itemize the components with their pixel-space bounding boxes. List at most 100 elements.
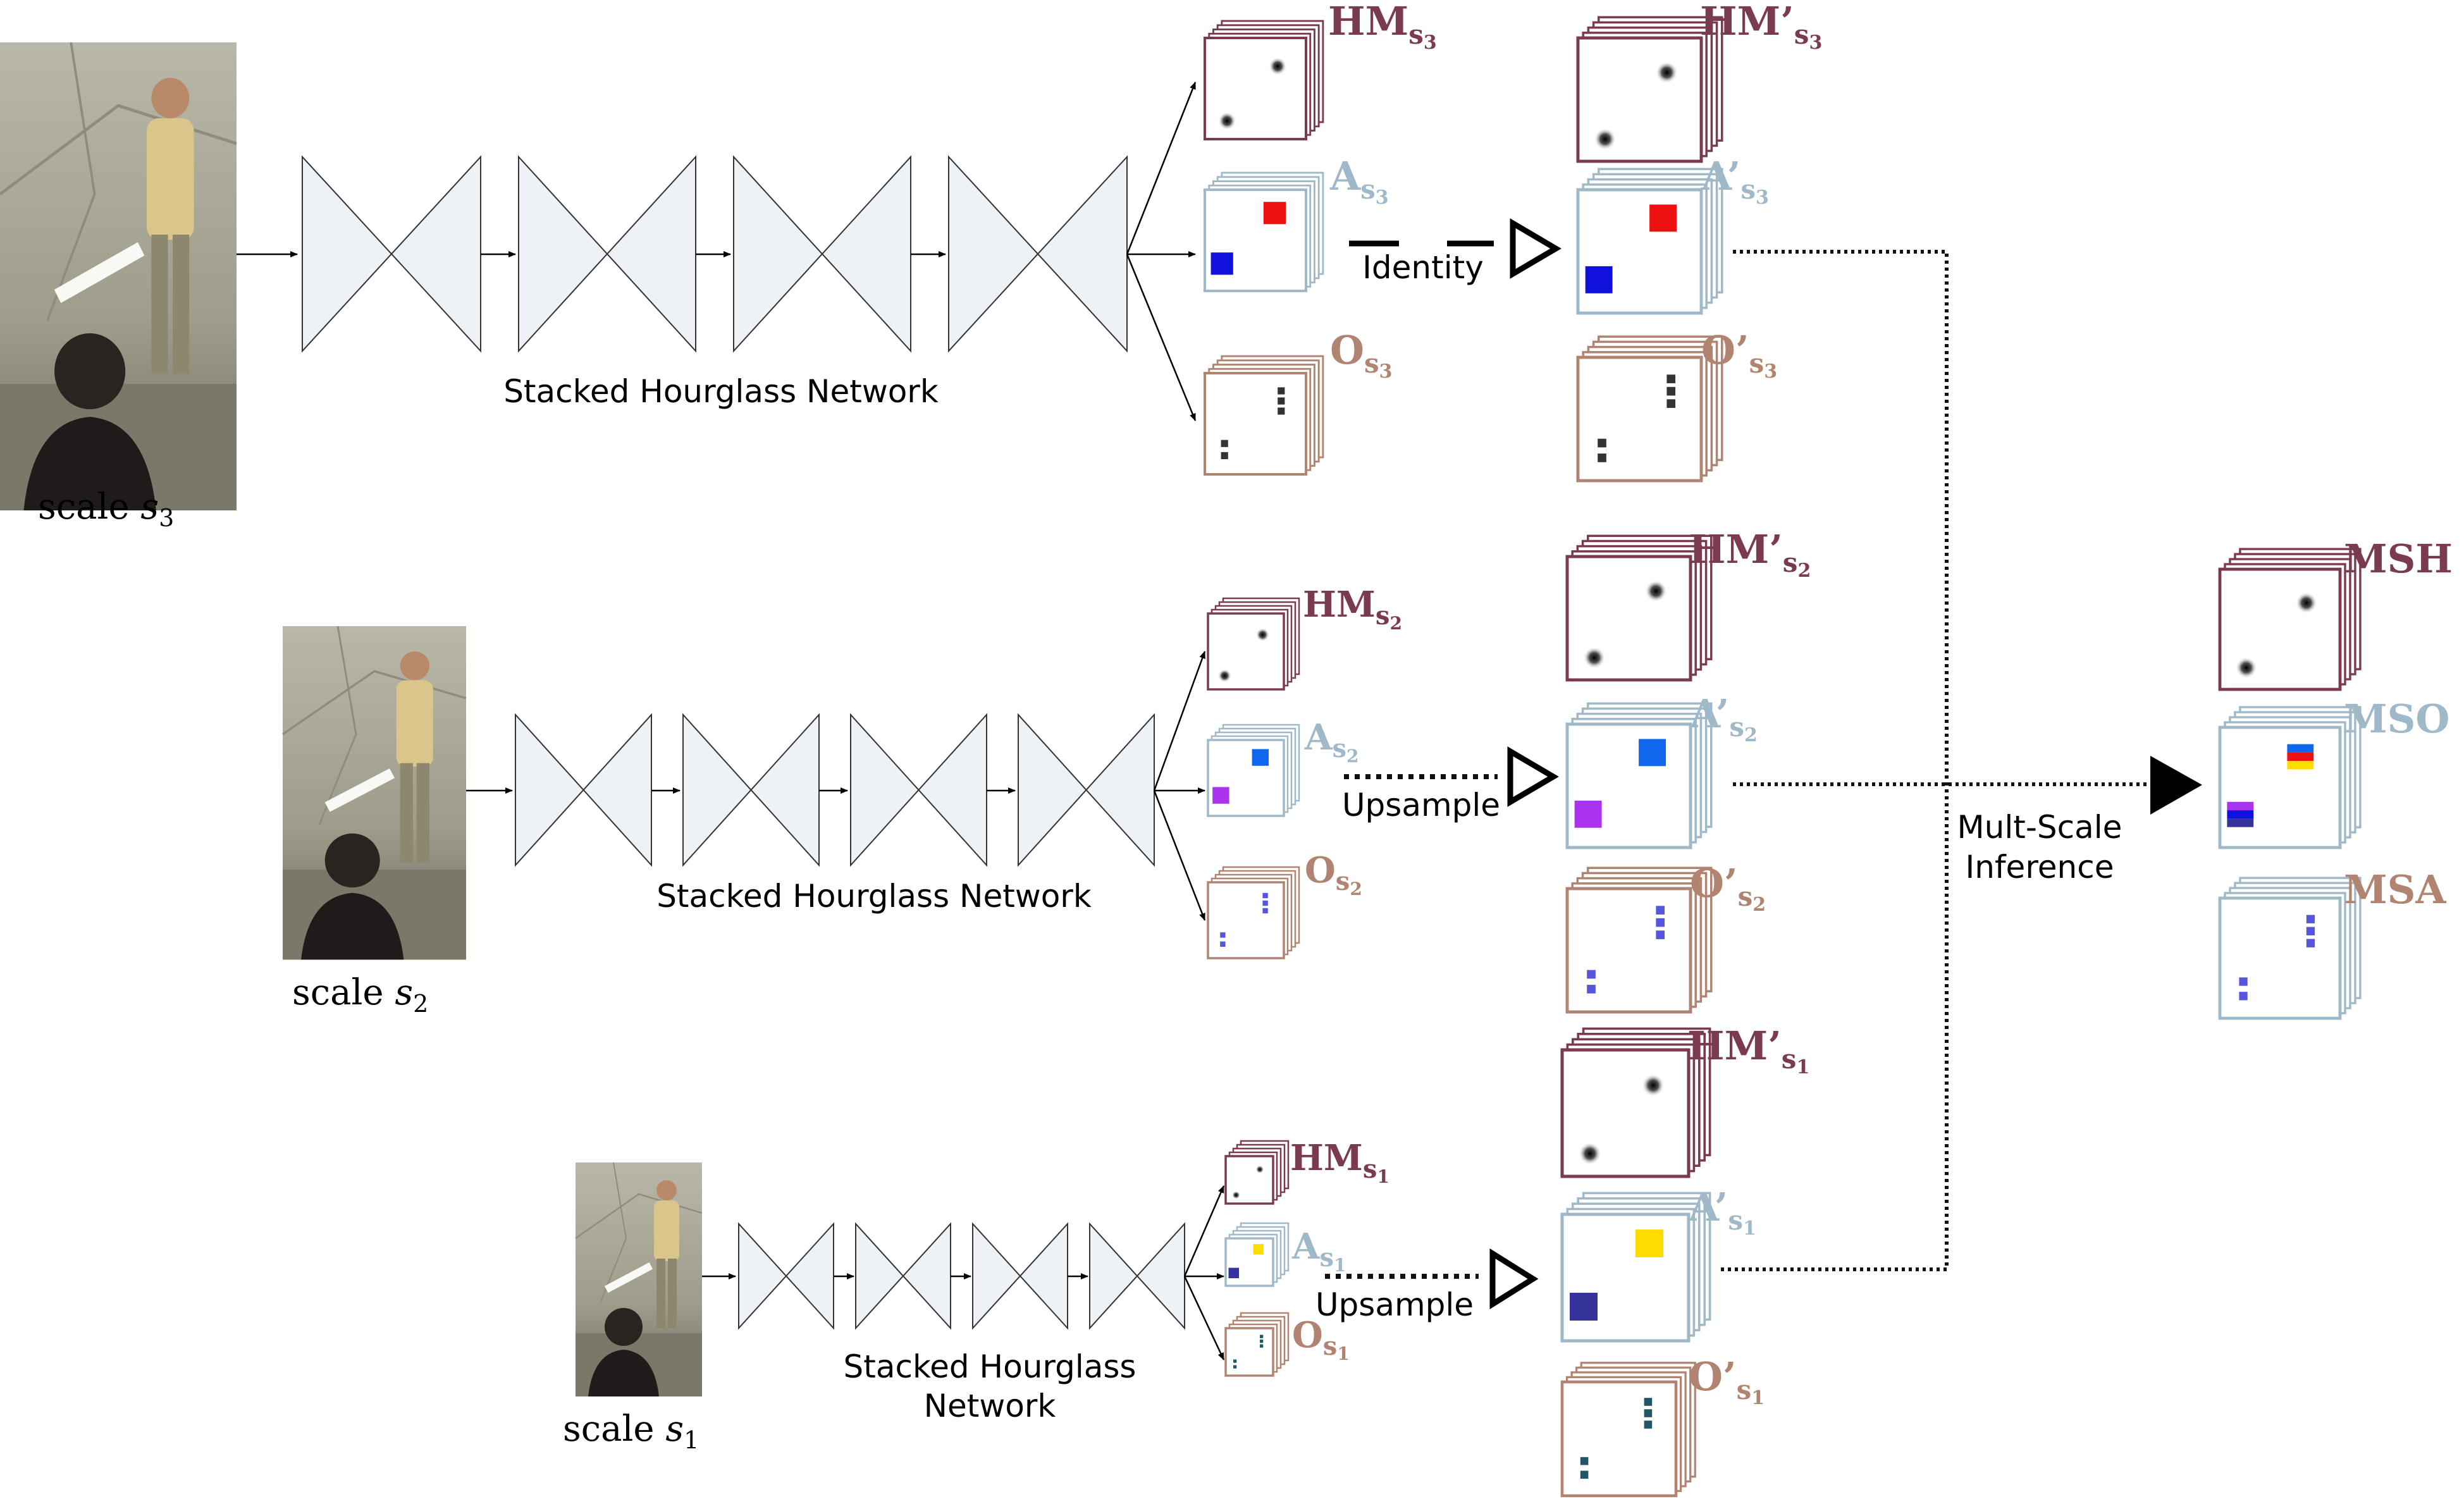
heatmap-blob [2295, 592, 2317, 614]
scale-s2-label: scale s2 [292, 972, 428, 1018]
heatmap-blob [1583, 646, 1606, 669]
heatmap-stack-s3 [1203, 20, 1324, 141]
offset-dot [1260, 1340, 1264, 1343]
offset-stack-s2 [1207, 866, 1300, 959]
offset-resized-stack-s3 [1576, 335, 1723, 483]
label-o-prime-s1: O’s1 [1689, 1353, 1765, 1409]
offset-resized-stack-s2 [1565, 866, 1713, 1014]
attention-stack-s3 [1203, 171, 1324, 293]
scale-s2-input: scale s2 [281, 625, 467, 1018]
label-o-s3: Os3 [1330, 327, 1393, 383]
label-o-prime-s2: O’s2 [1690, 860, 1766, 916]
branch-arrows-s2 [1153, 651, 1206, 921]
attention-square [1253, 1244, 1264, 1255]
attention-square [1263, 202, 1286, 225]
attention-stack-s1 [1224, 1222, 1290, 1287]
network-label-s3: Stacked Hourglass Network [503, 373, 939, 410]
identity-label: Identity [1362, 249, 1484, 286]
offset-dot [1262, 900, 1268, 906]
branch-arrows-s3 [1126, 82, 1197, 421]
offset-dot [1220, 941, 1226, 947]
upsample-label-s2: Upsample [1342, 787, 1500, 823]
person-photo-s1 [574, 1161, 703, 1398]
person-photo-s2 [281, 625, 467, 961]
heatmap-blob [1231, 1190, 1241, 1200]
hourglass-icon [302, 155, 481, 353]
label-a-s2: As2 [1304, 717, 1358, 767]
heatmap-blob [2235, 656, 2257, 679]
scale-s3-input: scale s3 [0, 42, 237, 532]
label-o-s1: Os1 [1292, 1314, 1350, 1364]
hourglass-icon [972, 1222, 1068, 1330]
heatmap-blob [1268, 57, 1287, 76]
attention-square [1212, 787, 1229, 804]
hourglass-icon [855, 1222, 951, 1330]
label-a-prime-s2: A’s2 [1689, 691, 1758, 746]
hourglass-icon [850, 713, 987, 867]
upsample-op-s1: Upsample [1315, 1248, 1539, 1323]
hourglass-icon [518, 155, 696, 353]
offset-dot [1666, 374, 1676, 383]
heatmap-blob [1217, 669, 1232, 683]
hourglass-icon [733, 155, 911, 353]
label-a-s3: As3 [1329, 153, 1389, 209]
label-o-s2: Os2 [1305, 849, 1362, 899]
msa-stack [2218, 877, 2362, 1020]
hourglass-network-s2 [515, 713, 1155, 867]
heatmap-blob [1644, 580, 1667, 603]
label-a-prime-s3: A’s3 [1701, 153, 1769, 209]
attention-square [1639, 739, 1666, 767]
attention-square [1635, 1230, 1663, 1257]
scale-s1-input: scale s1 [563, 1161, 703, 1454]
attention-square [1570, 1293, 1598, 1321]
attention-square [1228, 1267, 1239, 1278]
offset-dot [1644, 1409, 1653, 1417]
msh-stack [2218, 548, 2362, 691]
triangle-arrow-icon [1507, 746, 1559, 807]
offset-dot [1221, 440, 1228, 447]
offset-dot [1260, 1344, 1264, 1348]
triangle-arrow-icon [1510, 218, 1562, 279]
hourglass-icon [1089, 1222, 1185, 1330]
scale-s1-label: scale s1 [563, 1408, 699, 1454]
heatmap-blob [1642, 1074, 1665, 1097]
hourglass-icon [682, 713, 820, 867]
offset-dot [1262, 908, 1268, 914]
heatmap-resized-stack-s1 [1560, 1027, 1711, 1178]
multi-scale-inference-connector: Mult-Scale Inference [1720, 250, 2202, 1271]
identity-op-s3: Identity [1349, 218, 1562, 286]
label-a-prime-s1: A’s1 [1688, 1184, 1756, 1240]
attention-square [1252, 749, 1269, 766]
attention-resized-stack-s3 [1576, 168, 1723, 315]
hourglass-network-s3 [302, 155, 1128, 353]
hourglass-network-s1 [738, 1222, 1185, 1330]
attention-square [1649, 204, 1677, 232]
offset-dot [1278, 407, 1285, 415]
offset-dot [1580, 1470, 1589, 1479]
branch-arrows-s1 [1183, 1185, 1225, 1360]
label-a-s1: As1 [1291, 1226, 1346, 1276]
mso-stack [2218, 706, 2362, 849]
offset-dot [1278, 397, 1285, 405]
label-msh: MSH [2344, 536, 2453, 582]
offset-dot [1598, 438, 1606, 448]
network-label-s1-line1: Stacked Hourglass [844, 1348, 1137, 1385]
label-hm-prime-s2: HM’s2 [1689, 526, 1811, 582]
offset-stack-s1 [1224, 1312, 1290, 1377]
offset-dot [1278, 387, 1285, 395]
attention-resized-stack-s2 [1565, 702, 1713, 849]
output-map-stacks [1203, 16, 2362, 1498]
offset-dot [1260, 1334, 1264, 1338]
label-msa: MSA [2344, 866, 2446, 913]
offset-dot [1233, 1365, 1237, 1369]
triangle-arrow-icon [1489, 1248, 1539, 1310]
offset-dot [1666, 399, 1676, 408]
offset-dot [1656, 930, 1665, 939]
label-hm-prime-s1: HM’s1 [1687, 1023, 1809, 1078]
offset-dot [1666, 386, 1676, 396]
label-mso: MSO [2344, 696, 2449, 742]
hourglass-icon [1018, 713, 1155, 867]
offset-dot [1587, 970, 1596, 979]
scale-s3-label: scale s3 [38, 486, 174, 532]
attention-stack-s2 [1207, 724, 1300, 817]
